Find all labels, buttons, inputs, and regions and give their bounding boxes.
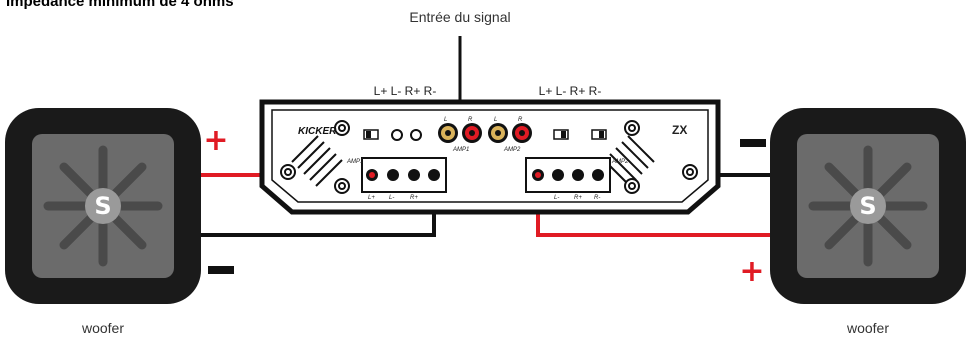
woofer-dustcap — [850, 188, 886, 224]
amplifier: KICKER ZX L R L R AMP1 AMP2 AMP1 — [259, 99, 721, 215]
wire-end-red — [535, 172, 541, 178]
woofer-right: S — [770, 108, 966, 304]
minus-sign-left — [208, 266, 234, 274]
terminal-screw-r-plus[interactable] — [408, 169, 420, 181]
rca-jack-amp1-r[interactable] — [462, 123, 482, 143]
woofer-left: S — [5, 108, 201, 304]
rca-amp2-label: AMP2 — [503, 147, 521, 153]
heatsink-left — [291, 135, 343, 187]
terminal-screw-r-minus[interactable] — [592, 169, 604, 181]
terminal-block-right-tag: AMP2 — [611, 159, 629, 165]
rca-amp1-label: AMP1 — [452, 147, 469, 153]
terminal-pin-label: L+ — [368, 195, 375, 201]
minus-sign-right — [740, 139, 766, 147]
brand-logo: KICKER — [298, 126, 337, 137]
terminal-block-left-tag: AMP1 — [346, 159, 363, 165]
terminal-pin-label: L- — [554, 195, 559, 201]
gain-knob-1[interactable] — [391, 129, 403, 141]
woofer-right-label: woofer — [846, 320, 889, 336]
diagram-title: Impédance minimum de 4 ohms — [6, 0, 234, 10]
terminal-pin-label: L- — [389, 195, 394, 201]
terminal-pin-label: R+ — [410, 195, 418, 201]
rca-label-r: R — [468, 117, 473, 123]
terminal-label-right: L+ L- R+ R- — [539, 84, 602, 98]
signal-input-label: Entrée du signal — [409, 9, 510, 25]
terminal-screw-l-minus[interactable] — [387, 169, 399, 181]
terminal-screw-r-plus[interactable] — [572, 169, 584, 181]
amplifier-inner-outline — [271, 109, 709, 203]
wire-end-red — [369, 172, 375, 178]
rca-label-l: L — [494, 117, 497, 123]
rca-jack-amp2-r[interactable] — [512, 123, 532, 143]
terminal-label-left: L+ L- R+ R- — [374, 84, 437, 98]
rca-jack-amp2-l[interactable] — [488, 123, 508, 143]
gain-knob-2[interactable] — [410, 129, 422, 141]
woofer-dustcap — [85, 188, 121, 224]
terminal-pin-label: R- — [594, 195, 600, 201]
terminal-screw-l-minus[interactable] — [552, 169, 564, 181]
rca-label-r: R — [518, 117, 523, 123]
plus-sign-right: + — [739, 254, 764, 289]
model-label: ZX — [672, 123, 687, 137]
plus-sign-left: + — [203, 123, 228, 158]
rca-label-l: L — [444, 117, 447, 123]
terminal-screw-r-minus[interactable] — [428, 169, 440, 181]
terminal-pin-label: R+ — [574, 195, 582, 201]
rca-jack-amp1-l[interactable] — [438, 123, 458, 143]
mounting-screws — [280, 120, 698, 194]
woofer-logo-icon: S — [94, 192, 111, 220]
woofer-left-label: woofer — [81, 320, 124, 336]
woofer-logo-icon: S — [859, 192, 876, 220]
